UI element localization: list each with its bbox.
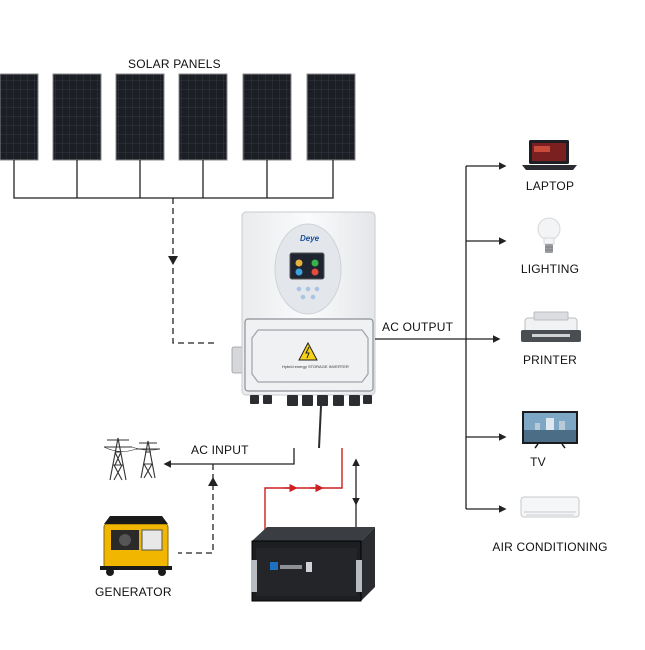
load-label-tv: TV	[530, 455, 546, 469]
solar-panel-array	[0, 73, 356, 161]
solar-panel	[0, 73, 39, 161]
air-conditioner-icon	[520, 496, 580, 518]
generator-label: GENERATOR	[95, 585, 172, 599]
generator-arrow-up	[208, 477, 218, 486]
battery-rack	[251, 527, 375, 602]
load-label-air-conditioning: AIR CONDITIONING	[492, 540, 608, 554]
generator-icon	[100, 516, 172, 576]
tv-icon	[522, 411, 578, 449]
hybrid-inverter	[231, 211, 376, 449]
printer-icon	[521, 311, 581, 342]
solar-panel	[115, 73, 165, 161]
inverter-brand-logo: Deye	[300, 234, 320, 243]
power-grid-towers-icon	[103, 437, 161, 481]
solar-panel	[242, 73, 292, 161]
solar-panel	[306, 73, 356, 161]
battery-charge-wiring	[264, 448, 343, 532]
solar-bus-wiring	[13, 160, 334, 199]
pv-arrow-down	[168, 256, 178, 265]
generator-dashed-connection	[178, 464, 214, 554]
pv-dashed-connection	[172, 198, 218, 344]
load-label-printer: PRINTER	[522, 353, 578, 367]
ac-output-label: AC OUTPUT	[382, 320, 454, 334]
laptop-icon	[522, 140, 577, 170]
solar-panel	[52, 73, 102, 161]
light-bulb-icon	[537, 217, 561, 253]
ac-output-wiring	[375, 166, 467, 509]
ac-input-wiring	[222, 448, 295, 465]
solar-panels-label: SOLAR PANELS	[128, 57, 221, 71]
ac-input-label: AC INPUT	[191, 443, 249, 457]
load-label-laptop: LAPTOP	[525, 179, 575, 193]
load-label-lighting: LIGHTING	[520, 262, 580, 276]
inverter-warning-text: Hybrid energy STORAGE INVERTER	[282, 364, 349, 369]
solar-panel	[178, 73, 228, 161]
